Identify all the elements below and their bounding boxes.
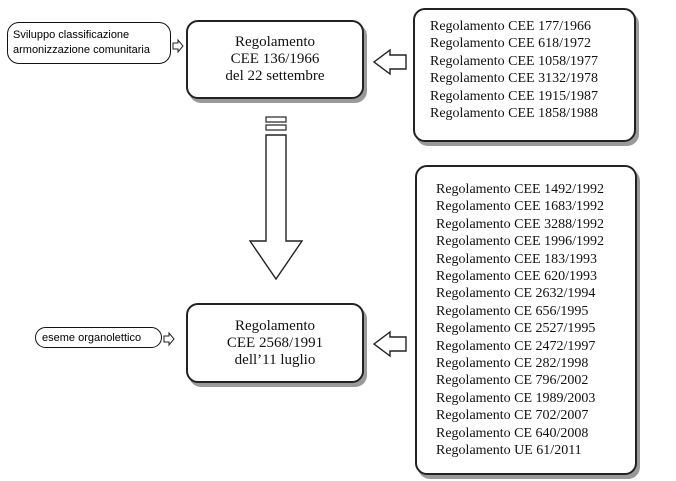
- list-item: Regolamento CE 2472/1997: [436, 338, 596, 354]
- list-bottom-regulations: Regolamento CEE 1492/1992 Regolamento CE…: [415, 165, 637, 475]
- list-item: Regolamento CEE 1996/1992: [436, 234, 604, 250]
- arrow-top-list-to-node: [372, 48, 407, 76]
- list-item: Regolamento CEE 1492/1992: [436, 182, 604, 197]
- list-item: Regolamento CE 282/1998: [436, 356, 589, 372]
- node-line-1: Regolamento: [235, 34, 315, 50]
- list-item: Regolamento CEE 3288/1992: [436, 216, 604, 232]
- list-item: Regolamento CE 702/2007: [436, 408, 589, 424]
- note-arrow-bottom: [163, 331, 175, 347]
- node-regolamento-136-1966: Regolamento CEE 136/1966 del 22 settembr…: [186, 20, 364, 99]
- list-item: Regolamento CE 656/1995: [436, 303, 589, 319]
- note-eseme-organolettico: eseme organolettico: [35, 327, 162, 348]
- list-item: Regolamento CEE 177/1966: [430, 19, 591, 34]
- list-item: Regolamento CEE 620/1993: [436, 269, 597, 285]
- node-line-2: CEE 2568/1991: [226, 334, 324, 351]
- note-text: eseme organolettico: [42, 332, 142, 344]
- node-line-3: dell’11 luglio: [234, 351, 316, 368]
- list-item: Regolamento CEE 1683/1992: [436, 199, 604, 215]
- list-item: Regolamento CEE 3132/1978: [430, 71, 598, 87]
- big-down-arrow: [248, 116, 304, 281]
- node-line-2: CEE 136/1966: [230, 51, 320, 67]
- arrow-bottom-list-to-node: [372, 330, 407, 358]
- list-item: Regolamento CE 2632/1994: [436, 286, 596, 302]
- list-item: Regolamento CEE 618/1972: [430, 36, 591, 52]
- list-item: Regolamento CEE 1858/1988: [430, 106, 598, 122]
- node-line-1: Regolamento: [235, 317, 315, 334]
- note-sviluppo-classificazione: Sviluppo classificazione armonizzazione …: [7, 22, 171, 64]
- list-item: Regolamento CE 2527/1995: [436, 321, 596, 337]
- list-item: Regolamento CE 640/2008: [436, 425, 589, 441]
- list-top-regulations: Regolamento CEE 177/1966 Regolamento CEE…: [413, 8, 636, 142]
- list-item: Regolamento CEE 1058/1977: [430, 53, 598, 69]
- list-item: Regolamento CEE 1915/1987: [430, 88, 598, 104]
- list-item: Regolamento CE 796/2002: [436, 373, 589, 389]
- note-line-1: Sviluppo classificazione: [13, 29, 130, 41]
- node-line-3: del 22 settembre: [225, 68, 325, 84]
- list-item: Regolamento CE 1989/2003: [436, 390, 596, 406]
- list-item: Regolamento CEE 183/1993: [436, 251, 597, 267]
- list-item: Regolamento UE 61/2011: [436, 443, 582, 459]
- note-arrow-top: [172, 38, 184, 54]
- node-regolamento-2568-1991: Regolamento CEE 2568/1991 dell’11 luglio: [186, 303, 364, 383]
- note-line-2: armonizzazione comunitaria: [13, 44, 150, 56]
